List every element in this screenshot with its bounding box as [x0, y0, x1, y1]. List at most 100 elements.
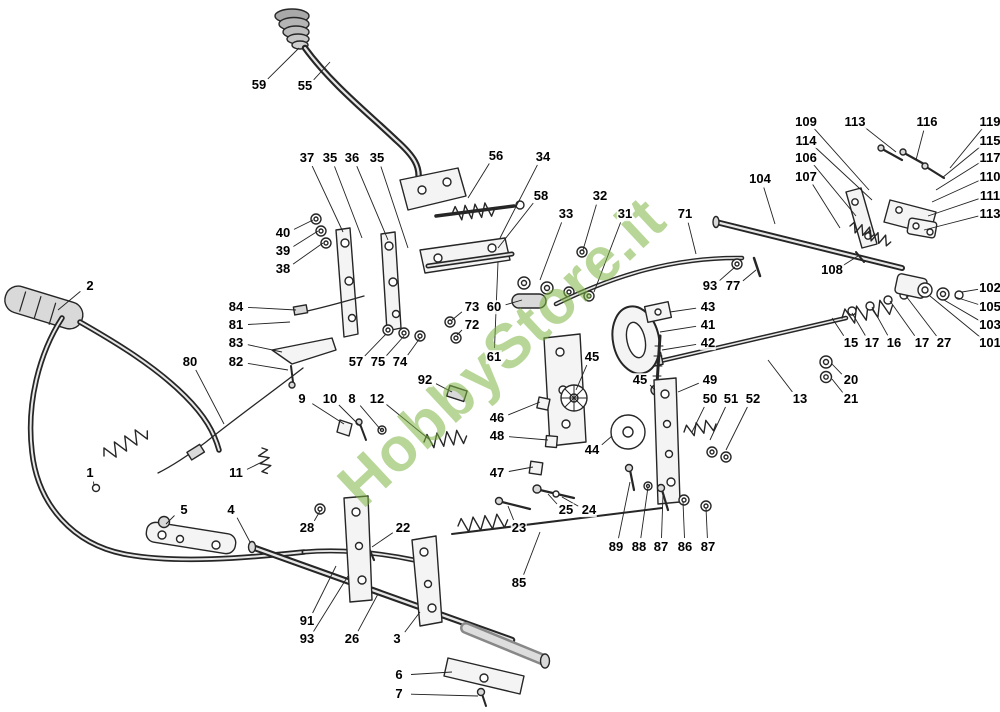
part-label-37: 37: [298, 150, 316, 166]
part-label-87: 87: [652, 539, 670, 555]
leader-line-42: [661, 343, 697, 351]
part-label-92: 92: [416, 372, 434, 388]
part-label-82: 82: [227, 354, 245, 370]
leader-line-24: [561, 496, 579, 507]
part-label-80: 80: [181, 354, 199, 370]
leader-line-23: [507, 505, 515, 521]
leader-line-26: [357, 593, 379, 632]
leader-line-5: [165, 515, 175, 525]
part-label-31: 31: [616, 206, 634, 222]
leader-line-2: [57, 291, 81, 311]
part-label-60: 60: [485, 299, 503, 315]
leader-line-114: [814, 146, 873, 201]
leader-line-104: [763, 187, 776, 225]
part-label-20: 20: [842, 372, 860, 388]
part-label-22: 22: [394, 520, 412, 536]
part-label-27: 27: [935, 335, 953, 351]
part-label-110: 110: [978, 169, 1000, 185]
leader-line-34: [499, 164, 538, 239]
part-label-25: 25: [557, 502, 575, 518]
leader-line-13: [767, 359, 793, 393]
leader-line-72: [456, 329, 463, 336]
part-label-35: 35: [321, 150, 339, 166]
part-label-102: 102: [978, 280, 1000, 296]
leader-line-103: [943, 299, 980, 322]
leader-line-115: [941, 146, 981, 179]
part-label-116: 116: [915, 114, 939, 130]
part-label-33: 33: [557, 206, 575, 222]
leader-line-87: [705, 507, 708, 539]
upper-plates-group: [310, 213, 402, 338]
leader-line-50: [691, 406, 705, 433]
part-label-15: 15: [842, 335, 860, 351]
part-label-105: 105: [978, 299, 1000, 315]
leader-line-4: [236, 517, 251, 543]
leader-line-16: [871, 306, 889, 336]
gear-lever-group: [274, 8, 467, 211]
part-label-59: 59: [250, 77, 268, 93]
top-right-cluster-group: [845, 144, 964, 301]
leader-line-12: [386, 404, 431, 441]
leader-line-93: [719, 266, 736, 281]
leader-line-46: [508, 401, 541, 416]
part-label-106: 106: [794, 150, 818, 166]
leader-line-117: [935, 162, 980, 191]
part-label-52: 52: [744, 391, 762, 407]
part-label-113: 113: [978, 206, 1000, 222]
part-label-88: 88: [630, 539, 648, 555]
part-label-91: 91: [298, 613, 316, 629]
part-label-115: 115: [978, 133, 1000, 149]
leader-line-55: [313, 61, 331, 81]
leader-line-81: [247, 321, 291, 325]
leader-line-101: [929, 295, 981, 338]
leader-line-36: [356, 166, 389, 241]
leader-line-44: [601, 435, 613, 446]
long-rods-group: [553, 215, 909, 384]
part-label-42: 42: [699, 335, 717, 351]
leader-line-51: [709, 406, 726, 441]
leader-line-109: [813, 128, 870, 191]
leader-line-88: [640, 486, 649, 539]
part-label-101: 101: [978, 335, 1000, 351]
leader-line-60: [505, 299, 523, 306]
part-label-32: 32: [591, 188, 609, 204]
leader-line-35: [334, 166, 363, 239]
leader-line-6: [410, 671, 453, 675]
part-label-71: 71: [676, 206, 694, 222]
part-label-23: 23: [510, 520, 528, 536]
right-bracket-group: [653, 377, 732, 505]
cam-group: [611, 300, 673, 396]
leader-line-38: [292, 242, 324, 265]
part-label-43: 43: [699, 299, 717, 315]
part-label-10: 10: [321, 391, 339, 407]
part-label-39: 39: [274, 243, 292, 259]
leader-line-91: [312, 565, 337, 614]
bottom-bar-group: [247, 495, 663, 707]
part-label-26: 26: [343, 631, 361, 647]
leader-line-92: [435, 383, 453, 393]
leader-line-71: [687, 222, 697, 255]
part-label-35: 35: [368, 150, 386, 166]
leader-line-85: [523, 531, 541, 575]
part-label-11: 11: [228, 465, 244, 481]
part-label-48: 48: [488, 428, 506, 444]
part-label-16: 16: [885, 335, 903, 351]
leader-line-56: [467, 163, 490, 199]
leader-line-47: [508, 466, 534, 472]
leader-line-105: [954, 296, 979, 305]
part-label-41: 41: [699, 317, 717, 333]
part-label-13: 13: [791, 391, 809, 407]
leader-line-59: [267, 47, 300, 80]
leader-line-25: [547, 493, 558, 505]
part-label-75: 75: [369, 354, 387, 370]
leader-line-22: [371, 532, 394, 548]
part-label-108: 108: [820, 262, 844, 278]
part-label-12: 12: [368, 391, 386, 407]
part-label-89: 89: [607, 539, 625, 555]
leader-line-7: [410, 693, 479, 697]
part-label-114: 114: [794, 133, 818, 149]
leader-line-102: [961, 288, 979, 293]
leader-line-106: [813, 164, 857, 217]
part-label-2: 2: [85, 278, 95, 294]
